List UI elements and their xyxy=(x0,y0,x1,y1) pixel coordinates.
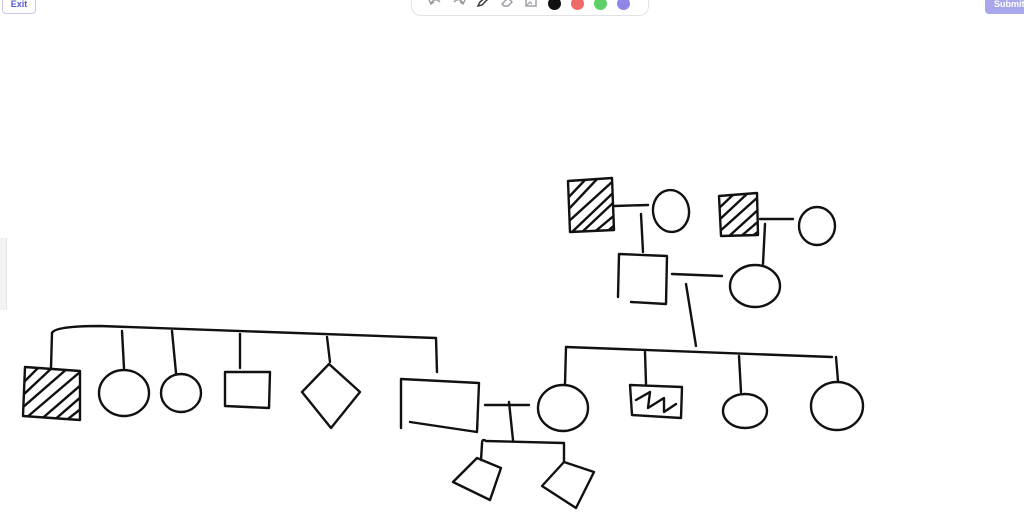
color-swatch-purple[interactable] xyxy=(617,0,630,10)
submit-button[interactable]: Submit xyxy=(985,0,1024,14)
redo-icon[interactable] xyxy=(452,0,466,7)
color-swatch-red[interactable] xyxy=(571,0,584,10)
color-swatch-black[interactable] xyxy=(548,0,561,10)
gen3-male-affected-left xyxy=(21,365,82,422)
gen3-right-sibship-line xyxy=(564,345,834,359)
gen1-marriage-line-left xyxy=(612,203,650,208)
gen3-female-left-3 xyxy=(159,372,203,414)
pen-icon[interactable] xyxy=(476,0,490,7)
gen3-right-drop-4 xyxy=(834,355,840,383)
gen2-female xyxy=(728,263,782,309)
gen3-female-right-4 xyxy=(809,380,865,432)
gen1-female-left xyxy=(651,188,691,234)
color-swatch-green[interactable] xyxy=(594,0,607,10)
gen1-male-affected-right xyxy=(717,191,760,238)
gen4-sibship-line xyxy=(480,438,566,464)
gen1-descent-line-left xyxy=(639,212,645,254)
gen3-male-affected-right xyxy=(628,383,684,420)
undo-icon[interactable] xyxy=(428,0,442,7)
gen3-right-drop-3 xyxy=(737,354,743,394)
gen4-drop-left xyxy=(479,442,484,462)
gen1-male-affected-left xyxy=(566,176,616,234)
eraser-icon[interactable] xyxy=(500,0,514,7)
gen4-diamond-left xyxy=(451,456,503,502)
gen3-right-drop-1 xyxy=(563,345,568,386)
gen3-left-sibship-line xyxy=(50,324,439,374)
gen3-left-drop-3 xyxy=(170,329,178,375)
gen2-male xyxy=(616,252,669,306)
gen1-female-right xyxy=(797,205,837,247)
gen3-descent-line xyxy=(507,400,515,442)
gen4-diamond-right xyxy=(540,460,596,510)
gen3-female-right-3 xyxy=(721,392,769,430)
gen3-left-drop-2 xyxy=(120,329,126,370)
gen3-female-left-2 xyxy=(97,368,151,418)
image-icon[interactable] xyxy=(524,0,538,7)
gen3-right-drop-2 xyxy=(643,350,648,386)
gen1-descent-line-right xyxy=(761,222,767,266)
gen2-descent-line xyxy=(684,282,698,348)
exit-button[interactable]: Exit xyxy=(2,0,36,14)
gen3-diamond-left-5 xyxy=(300,362,362,430)
gen3-female-spouse xyxy=(536,383,590,433)
gen3-left-drop-5 xyxy=(325,335,332,364)
drawing-toolbar xyxy=(411,0,649,16)
gen2-marriage-line xyxy=(670,272,724,278)
gen3-male-left-4 xyxy=(223,370,272,410)
gen3-male-left-6 xyxy=(399,377,481,434)
side-panel-handle[interactable] xyxy=(0,238,7,310)
gen3-left-drop-1 xyxy=(49,331,54,370)
